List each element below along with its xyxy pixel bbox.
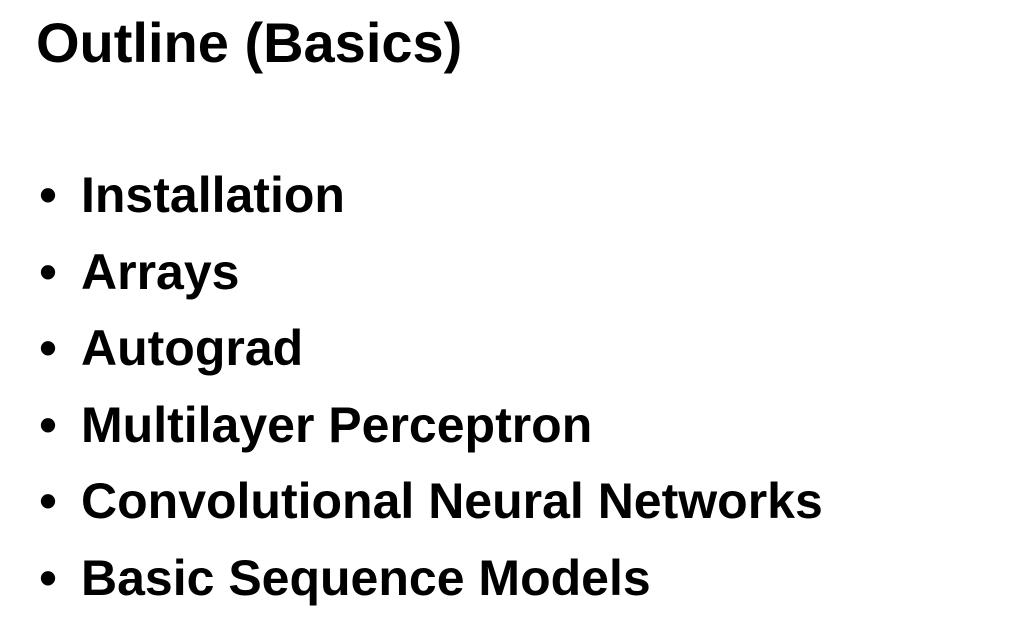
bullet-icon: • <box>39 320 57 376</box>
list-item-text: Arrays <box>81 243 240 300</box>
bullet-icon: • <box>39 243 57 300</box>
bullet-icon: • <box>39 473 57 529</box>
slide-title: Outline (Basics) <box>36 11 463 74</box>
list-item-text: Multilayer Perceptron <box>81 396 593 453</box>
list-item-text: Autograd <box>81 320 304 376</box>
bullet-icon: • <box>39 549 57 606</box>
list-item-text: Basic Sequence Models <box>81 549 651 606</box>
bullet-icon: • <box>39 167 57 223</box>
bullet-icon: • <box>39 396 57 453</box>
list-item-text: Convolutional Neural Networks <box>81 473 823 529</box>
list-item-text: Installation <box>81 167 345 223</box>
